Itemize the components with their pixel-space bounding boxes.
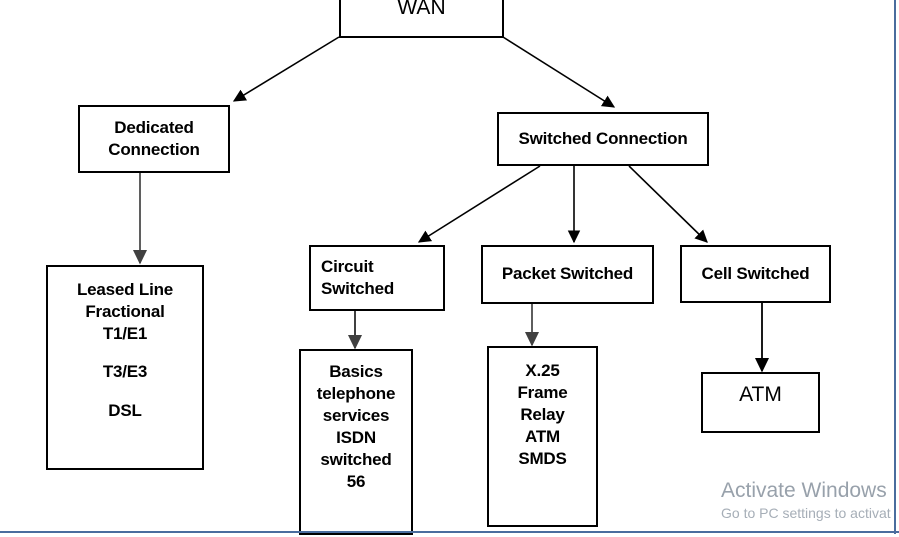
edge-wan-to-switched xyxy=(502,36,616,108)
edge-switched-to-circuit xyxy=(417,165,541,243)
node-x25-line-4: SMDS xyxy=(518,449,567,469)
node-atm-line-0: ATM xyxy=(739,383,782,406)
node-leased-line-0: Leased Line xyxy=(76,280,174,299)
node-leased-line-1: Fractional xyxy=(85,302,165,322)
node-dedicated-line-0: Dedicated xyxy=(114,117,194,137)
node-switched-connection[interactable]: Switched Connection xyxy=(497,112,709,166)
node-leased-line-6: DSL xyxy=(108,400,142,420)
node-wan[interactable]: WAN xyxy=(339,0,504,38)
node-wan-line-0: WAN xyxy=(397,0,446,20)
node-basics-line-0: Basics xyxy=(329,362,383,381)
node-circuit-switched[interactable]: Circuit Switched xyxy=(309,245,445,311)
watermark-title: Activate Windows xyxy=(721,479,887,502)
node-leased-line[interactable]: Leased Line Fractional T1/E1 T3/E3 DSL xyxy=(46,265,204,470)
node-basics-line-4: switched xyxy=(320,450,392,470)
node-switched-line-0: Switched Connection xyxy=(518,128,688,148)
node-leased-line-4: T3/E3 xyxy=(102,362,148,382)
node-packet-line-0: Packet Switched xyxy=(501,264,634,284)
node-basics-line-2: services xyxy=(322,406,390,426)
edge-wan-to-dedicated xyxy=(232,36,340,102)
node-dedicated-line-1: Connection xyxy=(108,140,200,159)
window-edge-right xyxy=(894,0,896,534)
node-x25-line-1: Frame xyxy=(517,383,568,403)
node-leased-line-2: T1/E1 xyxy=(102,324,148,344)
node-basics-line-5: 56 xyxy=(346,472,366,492)
node-circuit-line-0: Circuit xyxy=(321,256,374,276)
node-x25-line-3: ATM xyxy=(525,427,560,447)
node-dedicated-connection[interactable]: Dedicated Connection xyxy=(78,105,230,173)
node-circuit-line-1: Switched xyxy=(321,279,395,298)
node-x25-line-0: X.25 xyxy=(525,361,560,380)
node-basics-line-1: telephone xyxy=(316,384,396,404)
node-atm[interactable]: ATM xyxy=(701,372,820,433)
node-cell-line-0: Cell Switched xyxy=(701,263,810,283)
node-x25-line-2: Relay xyxy=(520,405,565,425)
node-basics-line-3: ISDN xyxy=(336,428,376,448)
node-x25-frame-relay[interactable]: X.25 Frame Relay ATM SMDS xyxy=(487,346,598,527)
edge-switched-to-cell xyxy=(628,165,708,243)
window-edge-bottom xyxy=(0,531,899,533)
node-packet-switched[interactable]: Packet Switched xyxy=(481,245,654,304)
watermark-subtitle: Go to PC settings to activat xyxy=(721,505,891,522)
node-cell-switched[interactable]: Cell Switched xyxy=(680,245,831,303)
windows-activation-watermark: Activate Windows Go to PC settings to ac… xyxy=(721,478,899,523)
node-basic-telephone-services[interactable]: Basics telephone services ISDN switched … xyxy=(299,349,413,535)
